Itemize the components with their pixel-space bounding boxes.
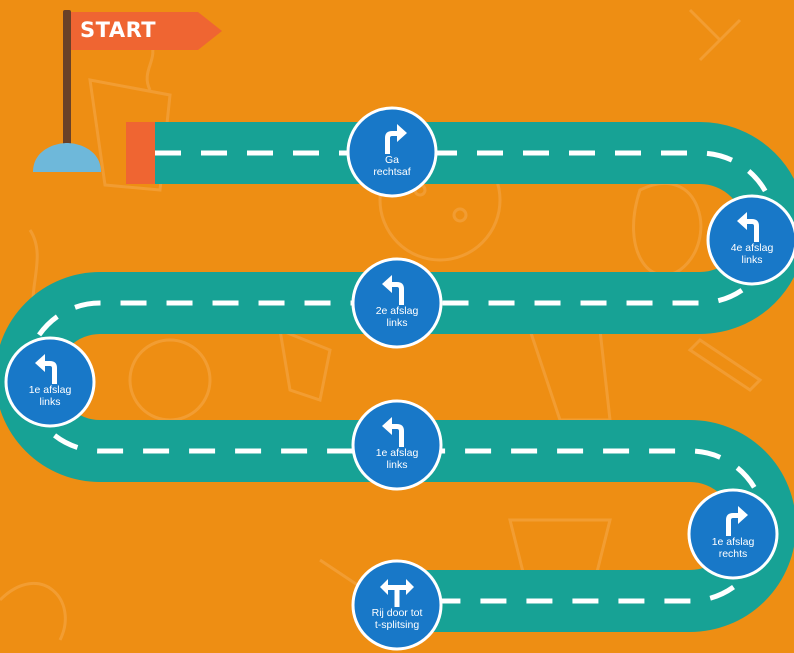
route-sign-label: 1e afslag rechts (691, 536, 775, 560)
road-center-line (26, 153, 775, 601)
route-sign-label: 4e afslag links (710, 242, 794, 266)
road-surface (26, 153, 775, 601)
flag-pole (63, 10, 71, 155)
route-sign (353, 401, 441, 489)
route-sign-label: 1e afslag links (8, 384, 92, 408)
route-sign (353, 259, 441, 347)
route-sign-label: Ga rechtsaf (350, 154, 434, 178)
route-sign-label: 2e afslag links (355, 305, 439, 329)
start-label: START (80, 18, 156, 42)
route-sign-label: Rij door tot t-splitsing (355, 607, 439, 631)
start-line (126, 122, 155, 184)
route-sign (689, 490, 777, 578)
route-sign (6, 338, 94, 426)
route-sign (708, 196, 794, 284)
flag-base (33, 143, 101, 172)
route-sign (348, 108, 436, 196)
route-sign (353, 561, 441, 649)
route-sign-label: 1e afslag links (355, 447, 439, 471)
route-signs (6, 108, 794, 649)
